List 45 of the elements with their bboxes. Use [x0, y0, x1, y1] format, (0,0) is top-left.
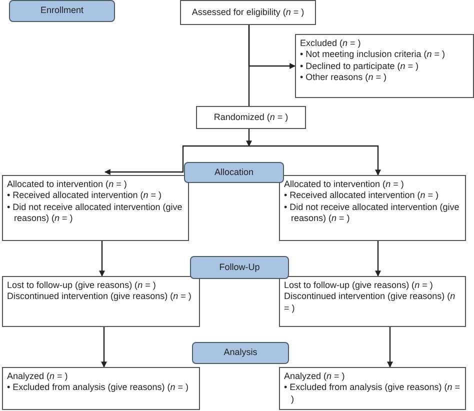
connector-arrow — [104, 145, 251, 175]
box-text: Analyzed (n = ) — [7, 371, 69, 382]
connector-arrow — [375, 241, 381, 277]
bullet-item: • Other reasons (n = ) — [300, 72, 388, 84]
process-box — [279, 276, 466, 327]
connector-arrow — [251, 145, 381, 176]
stage-label-box — [192, 342, 289, 364]
box-text: Assessed for eligibility (n = ) — [192, 6, 304, 18]
process-box — [295, 34, 474, 98]
box-text: Allocated to intervention (n = ) — [284, 179, 405, 190]
box-text: Lost to follow-up (give reasons) (n = ) — [284, 280, 434, 292]
process-box — [2, 175, 189, 241]
stage-label-box — [9, 0, 115, 22]
connector-arrow — [387, 327, 393, 368]
bullet-item: • Received allocated intervention (n = ) — [284, 190, 440, 202]
process-box — [279, 175, 466, 241]
box-text: Allocated to intervention (n = ) — [7, 179, 128, 190]
bullet-item: • Declined to participate (n = ) — [300, 60, 420, 72]
stage-label: Follow-Up — [219, 262, 260, 274]
process-box — [180, 0, 316, 25]
process-box — [2, 276, 200, 327]
stage-label-box — [190, 256, 289, 279]
stage-label: Analysis — [224, 347, 258, 359]
bullet-item: • Received allocated intervention (n = ) — [7, 190, 163, 202]
process-box — [196, 106, 306, 129]
connector-arrow — [99, 241, 105, 277]
bullet-item: • Excluded from analysis (give reasons) (n = ) — [284, 382, 461, 406]
bullet-item: • Did not receive allocated intervention (give reasons) (n = ) — [284, 202, 460, 225]
box-text: Excluded (n = ) — [300, 38, 362, 50]
bullet-item: • Not meeting inclusion criteria (n = ) — [300, 49, 446, 61]
box-text: Discontinued intervention (give reasons) (n = ) — [7, 291, 192, 303]
stage-label-box — [184, 162, 284, 183]
process-box — [2, 367, 200, 410]
connector-arrow — [101, 327, 107, 368]
bullet-item: • Excluded from analysis (give reasons) (n = ) — [7, 382, 190, 394]
stage-label: Allocation — [214, 166, 254, 178]
process-box — [279, 367, 466, 410]
stage-label: Enrollment — [40, 5, 84, 17]
connector-line — [248, 25, 250, 106]
box-text: Lost to follow-up (give reasons) (n = ) — [7, 280, 157, 292]
box-text: Discontinued intervention (give reasons) (n = ) — [284, 291, 456, 314]
connector-arrow — [246, 129, 252, 147]
bullet-item: • Did not receive allocated intervention (give reasons) (n = ) — [7, 202, 184, 225]
box-text: Randomized (n = ) — [214, 112, 288, 124]
box-text: Analyzed (n = ) — [284, 371, 346, 382]
